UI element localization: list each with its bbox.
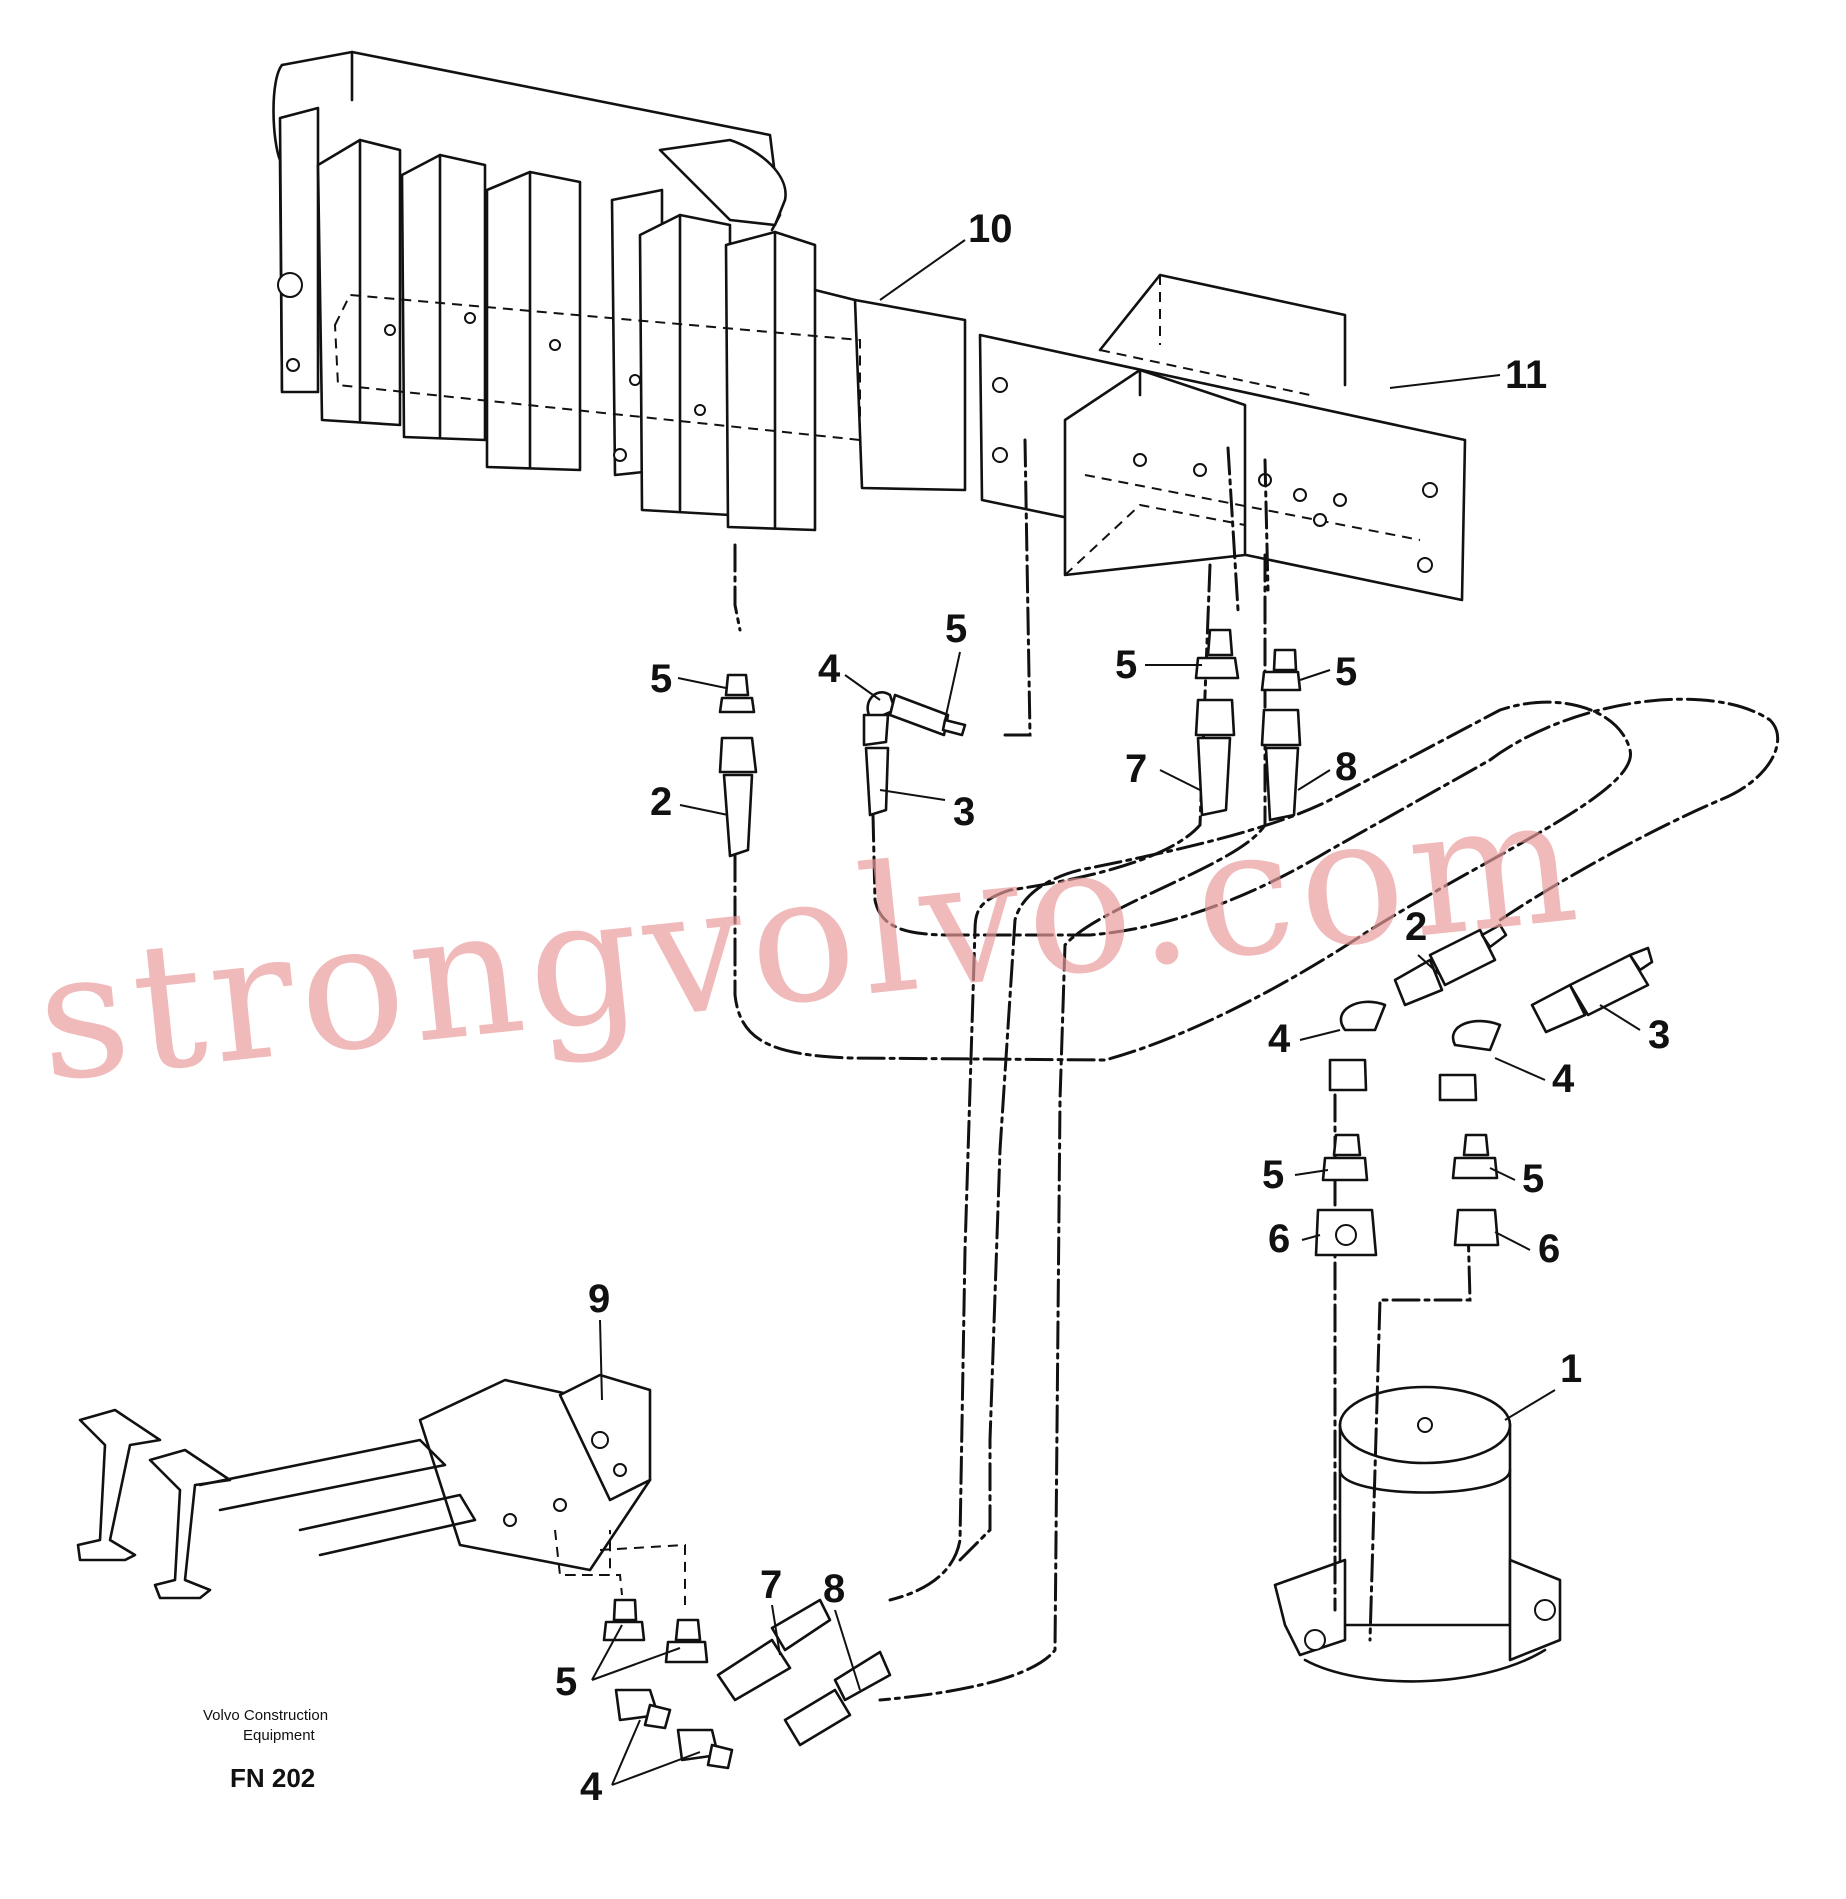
- callout-3: 3: [1648, 1013, 1670, 1057]
- swing-motor: [1273, 1385, 1562, 1683]
- callout-2: 2: [1405, 905, 1427, 949]
- leader-lines: [591, 239, 1641, 1786]
- brand-line-2: Equipment: [243, 1727, 316, 1744]
- pilot-valve-block: [978, 273, 1467, 602]
- control-valve-bank: [272, 50, 967, 532]
- callout-3: 3: [953, 790, 975, 834]
- callout-5: 5: [1262, 1153, 1284, 1197]
- callout-5: 5: [650, 657, 672, 701]
- fittings: [602, 628, 1654, 1770]
- callout-1: 1: [1560, 1347, 1582, 1391]
- callout-labels: 10 11 5 2 4 5 3 5 7 5 8 2 3 4 4 5 5 6 6 …: [555, 207, 1670, 1809]
- pedal-pilot-valve: [76, 1373, 652, 1600]
- pilot-lines: [554, 438, 1780, 1702]
- callout-4: 4: [1268, 1017, 1291, 1061]
- brand-line-1: Volvo Construction: [203, 1707, 328, 1724]
- callout-5: 5: [1115, 643, 1137, 687]
- callout-5: 5: [945, 607, 967, 651]
- callout-5: 5: [1522, 1157, 1544, 1201]
- callout-6: 6: [1268, 1217, 1290, 1261]
- figure-code: FN 202: [230, 1763, 315, 1793]
- callout-7: 7: [1125, 747, 1147, 791]
- callout-4: 4: [580, 1765, 603, 1809]
- callout-6: 6: [1538, 1227, 1560, 1271]
- callout-5: 5: [555, 1660, 577, 1704]
- callout-2: 2: [650, 780, 672, 824]
- callout-4: 4: [818, 647, 841, 691]
- brand-block: Volvo Construction Equipment FN 202: [203, 1707, 328, 1793]
- callout-10: 10: [968, 207, 1013, 251]
- callout-7: 7: [760, 1563, 782, 1607]
- callout-11: 11: [1505, 353, 1547, 397]
- callout-8: 8: [823, 1567, 845, 1611]
- callout-9: 9: [588, 1277, 610, 1321]
- callout-8: 8: [1335, 745, 1357, 789]
- callout-5: 5: [1335, 650, 1357, 694]
- callout-4: 4: [1552, 1057, 1575, 1101]
